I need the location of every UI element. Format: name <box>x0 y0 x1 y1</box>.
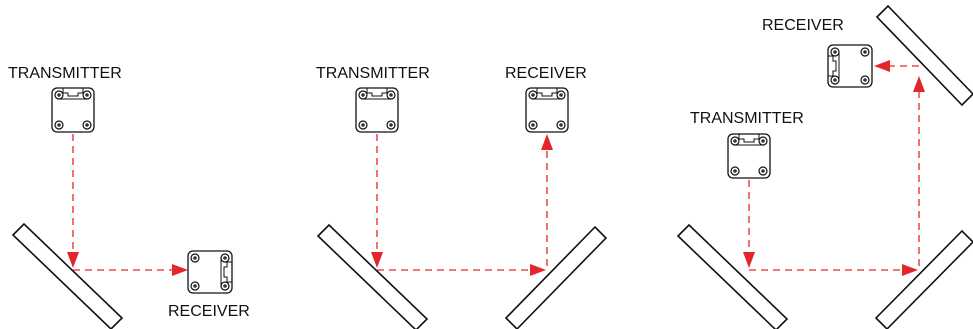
transmitter-label: TRANSMITTER <box>316 65 430 82</box>
transmitter-icon <box>727 133 771 179</box>
mirror-left <box>316 223 429 329</box>
receiver-icon <box>525 87 569 133</box>
receiver-label: RECEIVER <box>505 65 587 82</box>
mirror-bottom-right <box>874 229 973 329</box>
transmitter-label: TRANSMITTER <box>690 110 804 127</box>
mirror-top <box>875 4 973 107</box>
receiver-label: RECEIVER <box>762 17 844 34</box>
beam-path <box>743 60 925 276</box>
panel-1: TRANSMITTER RECEIVER <box>8 65 250 329</box>
receiver-icon <box>187 250 233 294</box>
beam-path <box>371 134 553 276</box>
beam-path <box>67 134 188 276</box>
transmitter-label: TRANSMITTER <box>8 65 122 82</box>
receiver-icon <box>827 44 873 88</box>
panel-2: TRANSMITTER RECEIVER <box>316 65 608 329</box>
panel-3: RECEIVER TRANSMITTER <box>676 4 973 329</box>
mirror-right <box>504 225 608 329</box>
mirror-bottom-left <box>676 223 789 329</box>
transmitter-icon <box>355 87 399 133</box>
transmitter-icon <box>51 87 95 133</box>
mirror <box>11 222 124 329</box>
receiver-label: RECEIVER <box>168 303 250 320</box>
